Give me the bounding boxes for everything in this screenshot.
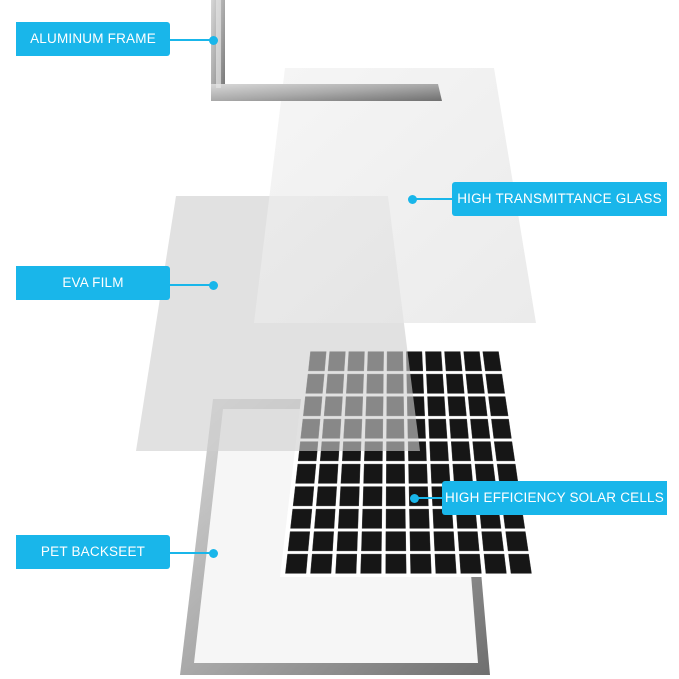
- marker-eva-film: [209, 281, 218, 290]
- solar-cell: [429, 441, 449, 462]
- solar-cell: [310, 553, 333, 574]
- solar-cell: [508, 553, 532, 574]
- solar-cell: [428, 418, 448, 439]
- solar-cell: [485, 373, 505, 394]
- solar-cell: [470, 418, 491, 439]
- solar-cell: [433, 531, 456, 552]
- solar-cell: [385, 553, 407, 574]
- solar-cell: [472, 441, 493, 462]
- leader-high-efficiency-solar-cells: [415, 497, 443, 499]
- solar-cell: [340, 463, 361, 484]
- solar-cell: [386, 463, 406, 484]
- solar-cell: [363, 463, 383, 484]
- marker-pet-backseet: [209, 549, 218, 558]
- solar-cell: [488, 396, 509, 417]
- label-aluminum-frame: ALUMINUM FRAME: [16, 22, 170, 56]
- solar-cell: [385, 486, 406, 507]
- leader-eva-film: [170, 284, 214, 286]
- solar-cell: [316, 486, 337, 507]
- marker-high-transmittance-glass: [408, 195, 417, 204]
- solar-cell: [408, 463, 428, 484]
- glass-layer: [254, 68, 536, 323]
- solar-cell: [318, 463, 339, 484]
- solar-cell: [295, 463, 317, 484]
- solar-cell: [425, 351, 443, 372]
- solar-cell: [491, 418, 512, 439]
- solar-cell: [287, 531, 311, 552]
- solar-cell: [410, 553, 432, 574]
- solar-cell: [362, 486, 383, 507]
- solar-cell: [385, 508, 406, 529]
- label-aluminum-frame-text: ALUMINUM FRAME: [30, 31, 156, 46]
- solar-cell: [482, 351, 502, 372]
- solar-cell: [361, 508, 383, 529]
- solar-cell: [481, 531, 504, 552]
- solar-cell: [335, 553, 358, 574]
- marker-aluminum-frame: [209, 36, 218, 45]
- frame-inner-face: [216, 0, 221, 88]
- solar-cell: [465, 373, 485, 394]
- solar-cell: [360, 553, 382, 574]
- leader-aluminum-frame: [170, 39, 214, 41]
- solar-cell: [505, 531, 529, 552]
- solar-cell: [467, 396, 488, 417]
- solar-cell: [445, 373, 465, 394]
- solar-cell: [457, 531, 480, 552]
- solar-cell: [426, 373, 445, 394]
- solar-cell: [459, 553, 482, 574]
- solar-cell: [447, 396, 467, 417]
- label-high-efficiency-solar-cells-text: HIGH EFFICIENCY SOLAR CELLS: [445, 490, 664, 505]
- solar-cell: [493, 441, 516, 462]
- solar-cell: [409, 508, 430, 529]
- marker-high-efficiency-solar-cells: [410, 494, 419, 503]
- solar-cell: [337, 508, 359, 529]
- label-high-transmittance-glass-text: HIGH TRANSMITTANCE GLASS: [457, 191, 662, 206]
- leader-high-transmittance-glass: [413, 198, 453, 200]
- solar-cell: [339, 486, 360, 507]
- solar-cell: [312, 531, 334, 552]
- label-high-efficiency-solar-cells: HIGH EFFICIENCY SOLAR CELLS: [442, 481, 667, 515]
- solar-cell: [314, 508, 336, 529]
- label-eva-film: EVA FILM: [16, 266, 170, 300]
- solar-cell: [449, 418, 469, 439]
- solar-cell: [483, 553, 507, 574]
- solar-cell: [385, 531, 407, 552]
- solar-cell: [285, 553, 308, 574]
- label-eva-film-text: EVA FILM: [62, 275, 124, 290]
- solar-cell: [290, 508, 313, 529]
- label-pet-backseet: PET BACKSEET: [16, 535, 170, 569]
- aluminum-frame-profile: [211, 0, 442, 101]
- frame-horizontal-bar: [211, 84, 442, 101]
- solar-cell: [336, 531, 358, 552]
- solar-cell: [292, 486, 315, 507]
- solar-cell: [434, 553, 457, 574]
- solar-cell: [361, 531, 382, 552]
- solar-cell: [427, 396, 446, 417]
- leader-pet-backseet: [170, 552, 214, 554]
- label-high-transmittance-glass: HIGH TRANSMITTANCE GLASS: [452, 182, 667, 216]
- solar-cell: [444, 351, 463, 372]
- solar-cell: [450, 441, 471, 462]
- solar-cell: [409, 531, 431, 552]
- solar-cell: [463, 351, 482, 372]
- label-pet-backseet-text: PET BACKSEET: [40, 544, 146, 559]
